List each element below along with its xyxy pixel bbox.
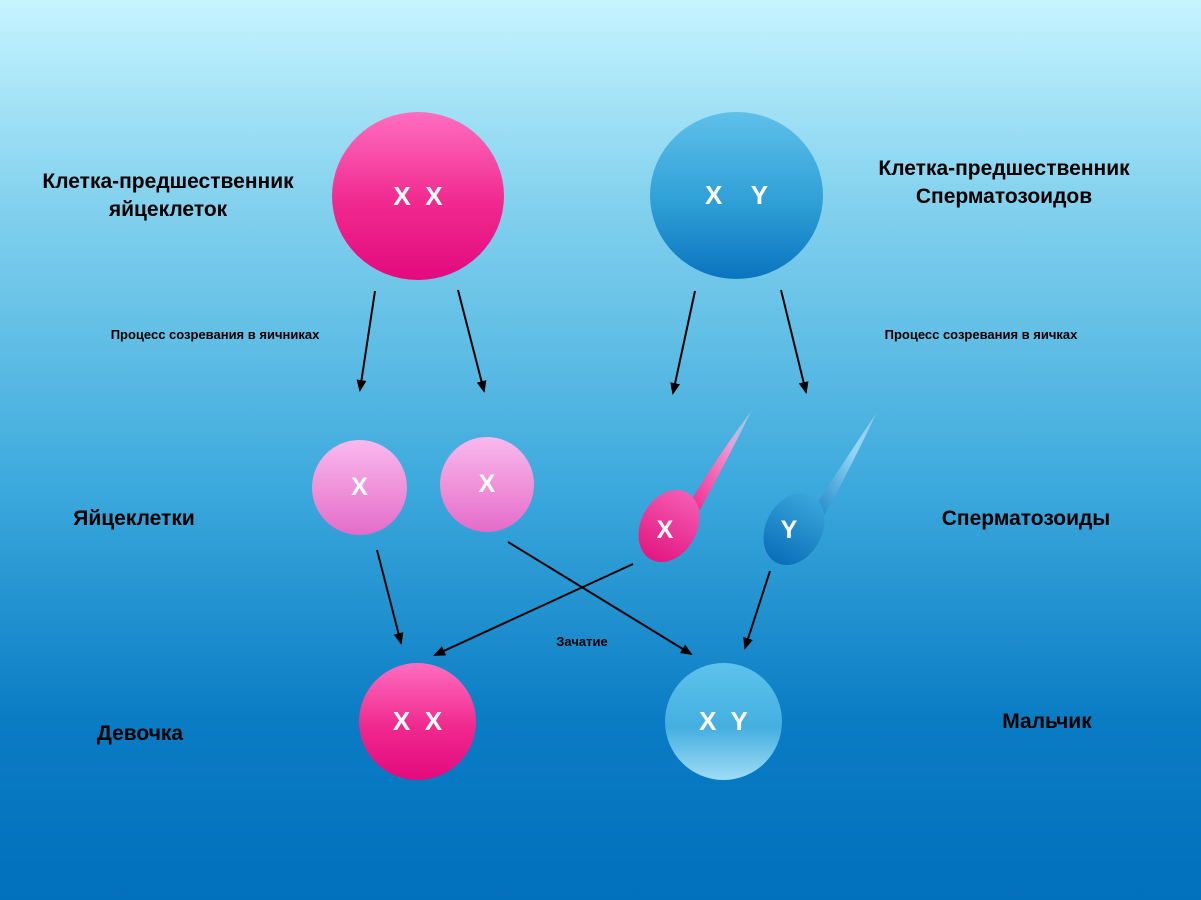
egg-cell-2: X [440, 437, 534, 532]
girl-cell: X X [359, 663, 476, 780]
conception-label: Зачатие [556, 634, 608, 649]
sperm-x-chromosome: X [657, 516, 674, 544]
sperm-y-chromosome: Y [781, 516, 798, 544]
ovary-process-label: Процесс созревания в яичниках [110, 327, 320, 342]
girl-label: Девочка [96, 722, 184, 745]
arrow-egg-progenitor-to-egg2 [457, 289, 487, 393]
arrow-sperm-progenitor-to-sperm-y [780, 289, 809, 394]
egg-2-chromosome: X [478, 470, 496, 498]
arrow-sperm-x-to-girl [433, 563, 634, 656]
sperm-label: Сперматозоиды [941, 507, 1111, 530]
egg-progenitor-cell: X X [332, 112, 504, 280]
egg-progenitor-chromosomes: X X [393, 180, 443, 211]
boy-chromosomes: X Y [699, 706, 748, 736]
egg-progenitor-label: Клетка-предшественник яйцеклеток [18, 168, 318, 224]
girl-chromosomes: X X [392, 706, 443, 736]
egg-progenitor-label-line1: Клетка-предшественник [42, 170, 294, 193]
sperm-y-shape [763, 412, 877, 566]
arrow-egg-progenitor-to-egg1 [356, 290, 376, 392]
egg-progenitor-label-line2: яйцеклеток [108, 198, 228, 221]
egg-1-chromosome: X [351, 473, 368, 501]
arrow-egg1-to-girl [376, 549, 404, 645]
boy-label: Мальчик [1002, 710, 1092, 733]
eggs-label: Яйцеклетки [73, 507, 195, 530]
arrow-sperm-progenitor-to-sperm-x [670, 290, 696, 395]
sperm-progenitor-cell: X Y [650, 112, 823, 279]
boy-cell: X Y [665, 663, 782, 780]
sperm-x-shape [638, 410, 752, 563]
testes-process-label: Процесс созревания в яичках [884, 327, 1078, 342]
sperm-progenitor-chromosomes: X Y [704, 180, 769, 210]
sperm-progenitor-label: Клетка-предшественник Сперматозоидов [853, 155, 1155, 211]
egg-cell-1: X [312, 440, 407, 535]
sperm-progenitor-label-line1: Клетка-предшественник [878, 157, 1130, 180]
sperm-progenitor-label-line2: Сперматозоидов [915, 185, 1093, 208]
arrow-egg2-to-boy [507, 541, 693, 656]
arrow-sperm-y-to-boy [743, 570, 771, 650]
